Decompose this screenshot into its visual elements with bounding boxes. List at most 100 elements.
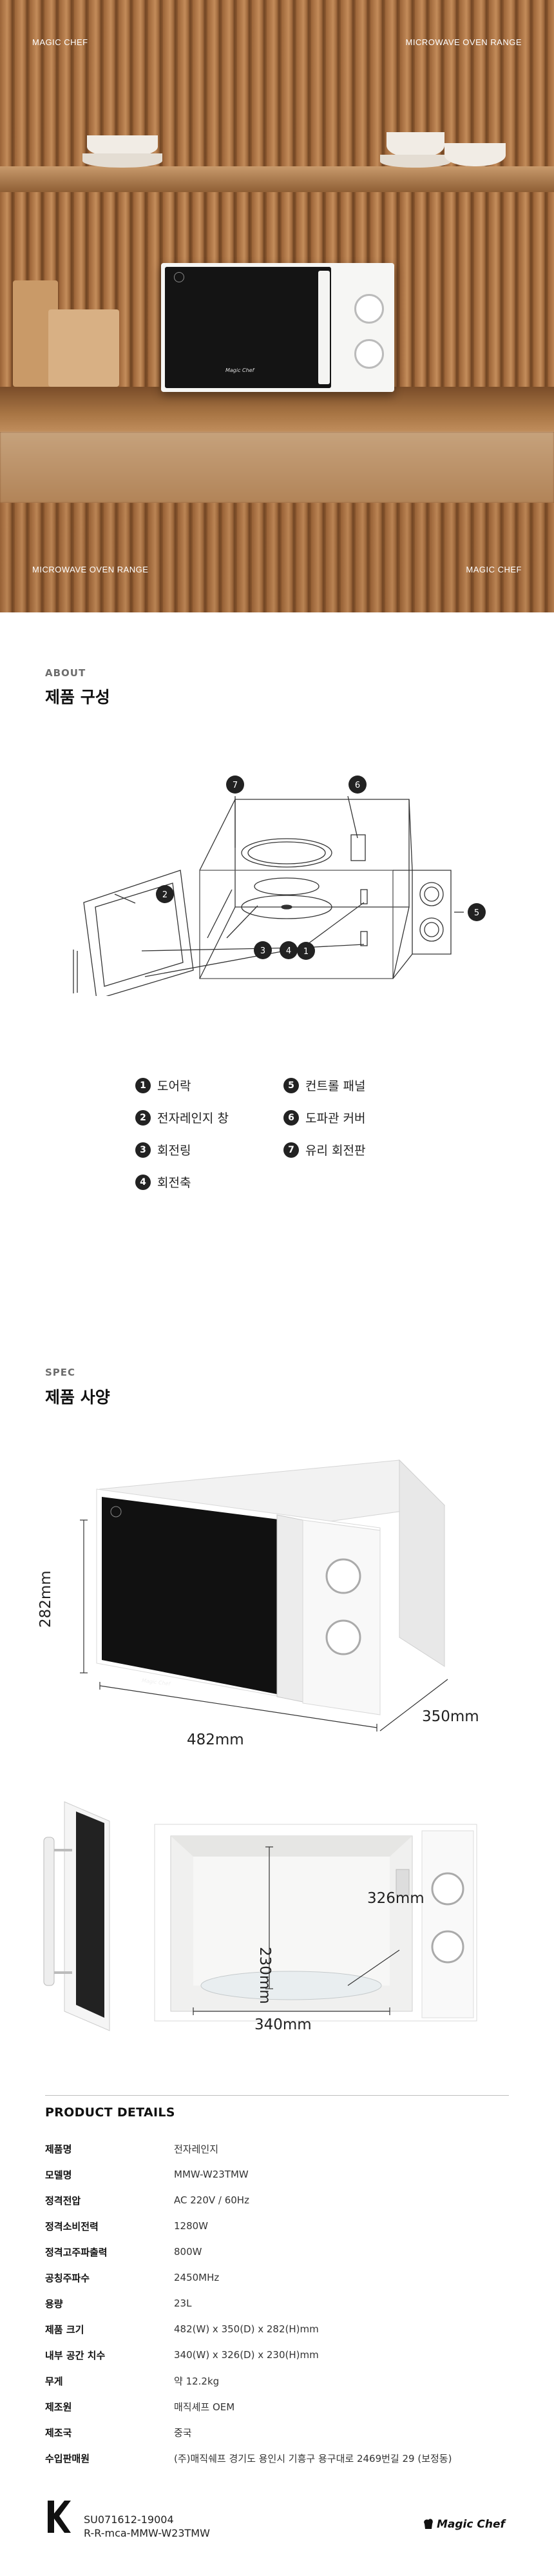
details-key: 모델명: [45, 2169, 72, 2181]
inner-depth-label: 326mm: [367, 1890, 425, 1907]
details-row: 무게 약 12.2kg: [45, 2368, 509, 2394]
details-key: 정격고주파출력: [45, 2246, 108, 2258]
power-dial-icon: [354, 339, 384, 369]
legend-number: 5: [283, 1077, 299, 1093]
details-heading: PRODUCT DETAILS: [45, 2105, 175, 2120]
counter-top: [0, 387, 554, 432]
legend-number: 6: [283, 1109, 299, 1126]
bowl-image: [387, 132, 444, 158]
details-key: 수입판매원: [45, 2452, 90, 2464]
upper-shelf: [0, 166, 554, 192]
divider: [45, 2095, 509, 2096]
legend-number: 3: [135, 1142, 151, 1158]
details-value: AC 220V / 60Hz: [174, 2194, 249, 2206]
bowl-image: [380, 155, 451, 168]
section-eyebrow: ABOUT: [45, 667, 86, 679]
details-key: 무게: [45, 2375, 63, 2387]
microwave-outer-image: [80, 1459, 448, 1732]
inner-dimensions-figure: 230mm 326mm 340mm: [0, 1792, 554, 2044]
wood-slat-wall: [0, 0, 554, 168]
legend-label: 전자레인지 창: [157, 1111, 229, 1126]
callout-4: 4: [286, 946, 291, 956]
details-key: 정격소비전력: [45, 2220, 99, 2232]
details-row: 제조원 매직셰프 OEM: [45, 2394, 509, 2419]
legend-item: 2 전자레인지 창: [135, 1109, 229, 1126]
blurred-shelf: [0, 432, 554, 503]
callout-7: 7: [233, 781, 238, 790]
details-value: MMW-W23TMW: [174, 2169, 249, 2180]
legend-number: 4: [135, 1174, 151, 1190]
legend-item: 4 회전축: [135, 1173, 191, 1191]
details-key: 내부 공간 치수: [45, 2349, 106, 2361]
legend-number: 7: [283, 1142, 299, 1158]
details-value: (주)매직쉐프 경기도 용인시 기흥구 용구대로 2469번길 29 (보정동): [174, 2452, 452, 2464]
details-value: 2450MHz: [174, 2272, 220, 2283]
legend-label: 컨트롤 패널: [305, 1079, 366, 1093]
outer-height-label: 282mm: [37, 1570, 54, 1628]
details-row: 공칭주파수 2450MHz: [45, 2265, 509, 2290]
hero-label: MICROWAVE OVEN RANGE: [32, 565, 149, 574]
hero-label: MICROWAVE OVEN RANGE: [405, 37, 522, 47]
details-value: 약 12.2kg: [174, 2375, 220, 2387]
timer-dial-icon: [354, 294, 384, 324]
legend-item: 1 도어락: [135, 1077, 191, 1094]
details-key: 제조원: [45, 2401, 72, 2413]
legend-label: 유리 회전판: [305, 1144, 366, 1158]
logo-icon: [174, 272, 184, 282]
details-key: 제조국: [45, 2426, 72, 2439]
inner-height-label: 230mm: [256, 1947, 273, 2004]
microwave-door: [165, 267, 331, 388]
details-value: 800W: [174, 2246, 202, 2258]
callout-6: 6: [355, 781, 360, 790]
components-diagram: 7 6 2 3 4 1 5: [73, 776, 486, 996]
details-key: 제품명: [45, 2143, 72, 2155]
legend-label: 도파관 커버: [305, 1111, 366, 1126]
microwave-open-image: [43, 1801, 477, 2031]
brand-logo-text: Magic Chef: [437, 2518, 505, 2531]
cert-number: SU071612-19004: [84, 2513, 174, 2526]
legend-label: 도어락: [157, 1079, 191, 1093]
legend-number: 1: [135, 1077, 151, 1093]
details-value: 340(W) x 326(D) x 230(H)mm: [174, 2349, 319, 2361]
details-key: 제품 크기: [45, 2323, 84, 2336]
cert-code: R-R-mca-MMW-W23TMW: [84, 2527, 210, 2539]
footer-brand-logo: Magic Chef: [423, 2517, 506, 2532]
callout-2: 2: [162, 890, 167, 900]
details-row: 정격소비전력 1280W: [45, 2213, 509, 2239]
details-row: 수입판매원 (주)매직쉐프 경기도 용인시 기흥구 용구대로 2469번길 29 …: [45, 2445, 509, 2471]
chef-hat-icon: [424, 2519, 433, 2529]
bowl-image: [444, 143, 506, 166]
section-eyebrow: SPEC: [45, 1367, 76, 1378]
kc-certification-icon: [48, 2501, 71, 2533]
outer-dimensions-figure: Magic Chef 282mm 482mm 350mm: [0, 1444, 554, 1753]
legend-item: 5 컨트롤 패널: [283, 1077, 365, 1094]
details-row: 모델명 MMW-W23TMW: [45, 2161, 509, 2187]
hero-label: MAGIC CHEF: [466, 565, 522, 574]
details-key: 용량: [45, 2298, 63, 2310]
legend-label: 회전축: [157, 1176, 191, 1190]
details-value: 23L: [174, 2298, 192, 2309]
details-row: 정격고주파출력 800W: [45, 2239, 509, 2265]
details-row: 제품 크기 482(W) x 350(D) x 282(H)mm: [45, 2316, 509, 2342]
legend-number: 2: [135, 1109, 151, 1126]
section-title: 제품 구성: [45, 688, 110, 707]
callout-1: 1: [303, 947, 309, 957]
details-value: 매직셰프 OEM: [174, 2401, 235, 2413]
details-row: 내부 공간 치수 340(W) x 326(D) x 230(H)mm: [45, 2342, 509, 2368]
details-key: 정격전압: [45, 2194, 81, 2207]
details-key: 공칭주파수: [45, 2272, 90, 2284]
outer-depth-label: 350mm: [422, 1708, 479, 1725]
details-row: 제조국 중국: [45, 2419, 509, 2445]
legend-item: 7 유리 회전판: [283, 1141, 365, 1158]
details-value: 1280W: [174, 2220, 209, 2232]
details-value: 482(W) x 350(D) x 282(H)mm: [174, 2323, 319, 2335]
section-title: 제품 사양: [45, 1388, 110, 1407]
details-row: 용량 23L: [45, 2290, 509, 2316]
details-value: 중국: [174, 2426, 192, 2439]
callout-3: 3: [260, 946, 265, 956]
outer-width-label: 482mm: [187, 1732, 244, 1748]
hero-label: MAGIC CHEF: [32, 37, 88, 47]
callout-5: 5: [474, 908, 479, 918]
hero-banner: Magic Chef MAGIC CHEF MICROWAVE OVEN RAN…: [0, 0, 554, 612]
